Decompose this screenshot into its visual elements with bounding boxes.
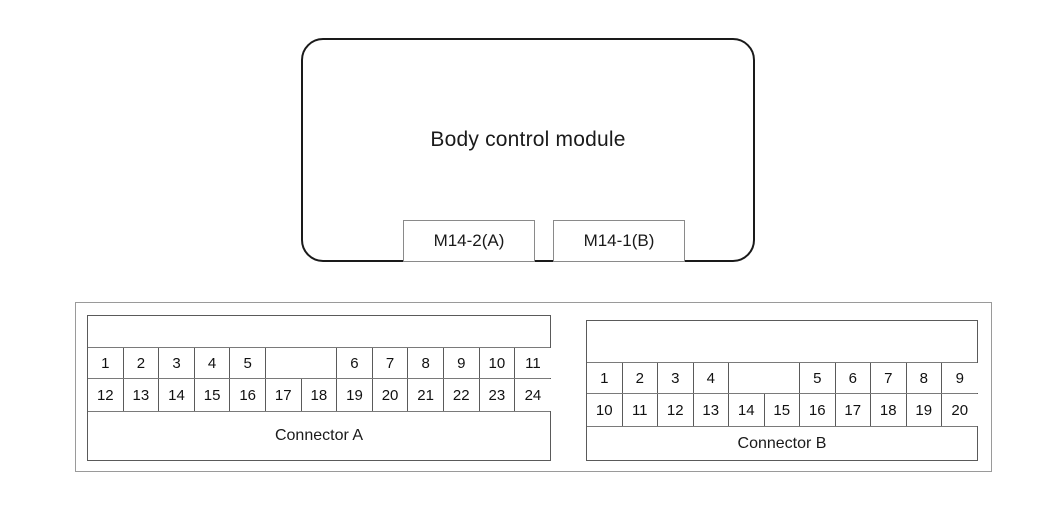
connector-a-label: Connector A	[274, 427, 364, 444]
connector-a-pin-4[interactable]: 4	[194, 348, 231, 378]
connector-a-top-band	[88, 316, 550, 348]
connector-a-pin-cell-empty	[301, 348, 338, 378]
connector-a-pin-1[interactable]: 1	[88, 348, 124, 378]
connector-a-pin-16[interactable]: 16	[230, 379, 266, 411]
connector-a-pin-2[interactable]: 2	[123, 348, 160, 378]
connector-a-pin-15[interactable]: 15	[194, 379, 231, 411]
connector-b-pin-20[interactable]: 20	[942, 394, 978, 426]
module-connector-tab-b[interactable]: M14-1(B)	[553, 220, 685, 262]
connector-a-pin-23[interactable]: 23	[479, 379, 516, 411]
connector-b-pin-3[interactable]: 3	[658, 363, 694, 393]
connector-b-pin-8[interactable]: 8	[906, 363, 942, 393]
connector-b-pin-18[interactable]: 18	[871, 394, 907, 426]
module-connector-tab-a[interactable]: M14-2(A)	[403, 220, 535, 262]
connector-a-pin-14[interactable]: 14	[159, 379, 195, 411]
connector-a-pin-9[interactable]: 9	[443, 348, 480, 378]
connector-b-pin-15[interactable]: 15	[764, 394, 800, 426]
connector-a-pin-13[interactable]: 13	[123, 379, 160, 411]
connector-b-pin-7[interactable]: 7	[871, 363, 907, 393]
connector-a-pin-12[interactable]: 12	[88, 379, 124, 411]
connector-a-pin-18[interactable]: 18	[301, 379, 338, 411]
connector-b-pin-11[interactable]: 11	[622, 394, 658, 426]
connector-a-pin-20[interactable]: 20	[372, 379, 409, 411]
connector-b-pin-12[interactable]: 12	[658, 394, 694, 426]
connector-a-pin-24[interactable]: 24	[515, 379, 551, 411]
connector-b-pin-9[interactable]: 9	[942, 363, 978, 393]
connector-b-pin-13[interactable]: 13	[693, 394, 729, 426]
connector-b-pin-6[interactable]: 6	[835, 363, 871, 393]
connector-b-pin-14[interactable]: 14	[729, 394, 765, 426]
connector-b-pin-5[interactable]: 5	[800, 363, 836, 393]
module-connector-tab-b-label: M14-1(B)	[583, 231, 655, 250]
connector-a-pin-22[interactable]: 22	[443, 379, 480, 411]
connector-b-pin-1[interactable]: 1	[587, 363, 623, 393]
connector-b-label: Connector B	[737, 434, 827, 452]
module-title: Body control module	[430, 128, 626, 151]
connector-a-pin-11[interactable]: 11	[515, 348, 551, 378]
connector-b-pin-cell-empty	[764, 363, 800, 393]
connector-a-pin-6[interactable]: 6	[337, 348, 373, 378]
connector-b-pin-4[interactable]: 4	[693, 363, 729, 393]
connector-a-pin-10[interactable]: 10	[479, 348, 516, 378]
connector-a-pin-17[interactable]: 17	[265, 379, 302, 411]
connector-b-top-band	[587, 321, 977, 363]
connector-a-pin-3[interactable]: 3	[159, 348, 195, 378]
connector-a-pin-21[interactable]: 21	[408, 379, 444, 411]
connector-a-pin-8[interactable]: 8	[408, 348, 444, 378]
connector-a-pin-cell-empty	[265, 348, 302, 378]
connector-a-pin-19[interactable]: 19	[337, 379, 373, 411]
connector-a-pin-5[interactable]: 5	[230, 348, 266, 378]
module-connector-tab-a-label: M14-2(A)	[433, 231, 505, 250]
connector-b-pin-cell-empty	[729, 363, 765, 393]
connector-b-pin-16[interactable]: 16	[800, 394, 836, 426]
connector-b-pin-19[interactable]: 19	[906, 394, 942, 426]
connector-b-pin-2[interactable]: 2	[622, 363, 658, 393]
connector-a-pin-7[interactable]: 7	[372, 348, 409, 378]
connector-b-pin-10[interactable]: 10	[587, 394, 623, 426]
connector-b-pin-17[interactable]: 17	[835, 394, 871, 426]
